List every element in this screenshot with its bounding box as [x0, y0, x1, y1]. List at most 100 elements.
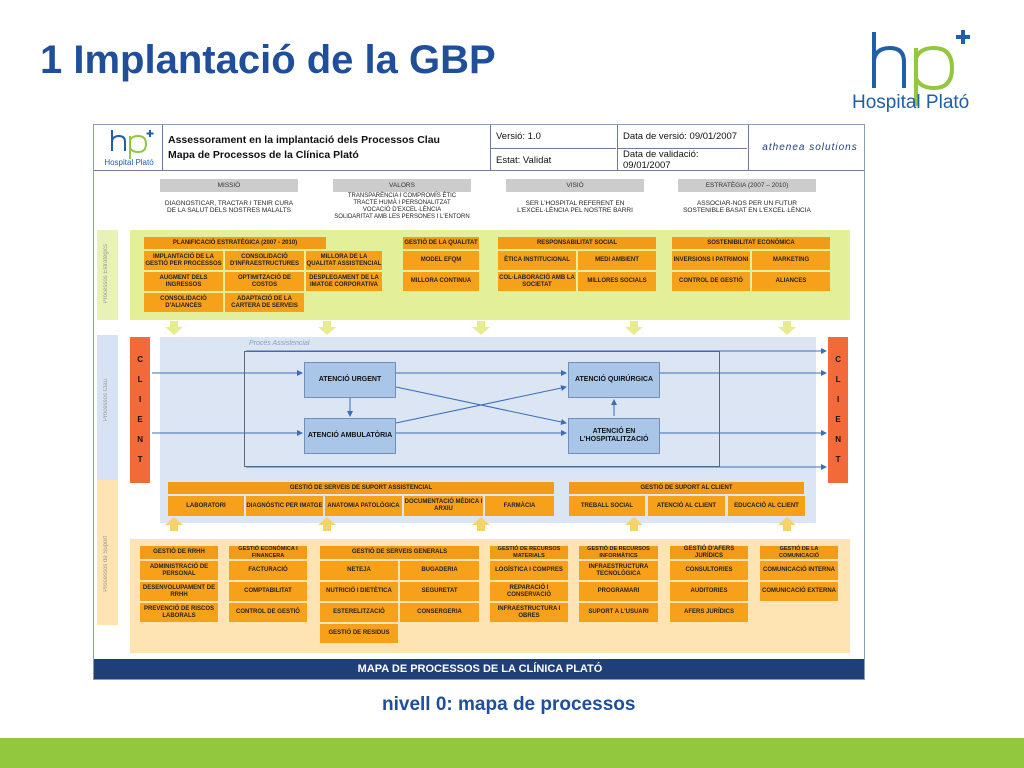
header-title-line2: Mapa de Processos de la Clínica Plató	[168, 149, 359, 161]
sheet-logo: Hospital Plató	[98, 127, 160, 169]
economic-item: INVERSIONS I PATRIMONI	[672, 251, 750, 270]
planning-item: ADAPTACIÓ DE LA CARTERA DE SERVEIS	[225, 293, 304, 312]
hospital-logo-icon	[111, 130, 154, 159]
support-assist-item: FARMÀCIA	[485, 496, 554, 516]
process-label: Procés Assistencial	[249, 340, 310, 347]
sheet-footer: MAPA DE PROCESSOS DE LA CLÍNICA PLATÓ	[94, 659, 864, 679]
support-general-item: NETEJA	[320, 561, 398, 580]
block-hospitalization: ATENCIÓ EN L'HOSPITALITZACIÓ	[568, 418, 660, 454]
hospital-logo-text: Hospital Plató	[852, 92, 970, 113]
client-right: C L I E N T	[828, 337, 848, 483]
social-item: ÈTICA INSTITUCIONAL	[498, 251, 576, 270]
band-body-strategy: ASSOCIAR-NOS PER UN FUTUR SOSTENIBLE BAS…	[678, 192, 816, 222]
band-body-mission: DIAGNOSTICAR, TRACTAR I TENIR CURA DE LA…	[160, 192, 298, 222]
support-general-item: CONSERGERIA	[400, 603, 479, 622]
support-client-item: TREBALL SOCIAL	[569, 496, 645, 516]
social-item: MILLORES SOCIALS	[578, 272, 656, 291]
block-surgery: ATENCIÓ QUIRÚRGICA	[568, 362, 660, 398]
side-strategic: Processos Estratègics	[97, 230, 118, 320]
sheet-logo-text: Hospital Plató	[104, 158, 154, 167]
support-materials-title: GESTIÓ DE RECURSOS MATERIALS	[490, 546, 568, 559]
header-title-cell: Assessorament en la implantació dels Pro…	[162, 125, 488, 171]
support-legal-item: AFERS JURÍDICS	[670, 603, 748, 622]
support-rrhh-item: DESENVOLUPAMENT DE RRHH	[140, 582, 218, 601]
flow-arrows	[152, 321, 827, 531]
support-econ-title: GESTIÓ ECONÒMICA I FINANCERA	[229, 546, 307, 559]
planning-item: MILLORA DE LA QUALITAT ASSISTENCIAL	[306, 251, 382, 270]
header-title-line1: Assessorament en la implantació dels Pro…	[168, 134, 440, 147]
header-status: Estat: Validat	[490, 148, 616, 171]
support-it-item: PROGRAMARI	[579, 582, 658, 601]
planning-item: DESPLEGAMENT DE LA IMATGE CORPORATIVA	[306, 272, 382, 291]
band-title-strategy: ESTRATÈGIA (2007 – 2010)	[678, 179, 816, 192]
support-rrhh-title: GESTIÓ DE RRHH	[140, 546, 218, 559]
band-body-vision: SER L'HOSPITAL REFERENT EN L'EXCEL·LÈNCI…	[506, 192, 644, 222]
sheet-header: Hospital Plató Assessorament en la impla…	[94, 125, 864, 171]
support-materials-item: REPARACIÓ I CONSERVACIÓ	[490, 582, 568, 601]
header-version-date: Data de versió: 09/01/2007	[617, 125, 747, 148]
planning-item: AUGMENT DELS INGRESSOS	[144, 272, 223, 291]
support-materials-item: INFRAESTRUCTURA I OBRES	[490, 603, 568, 622]
support-general-item: NUTRICIÓ I DIETÈTICA	[320, 582, 398, 601]
band-title-mission: MISSIÓ	[160, 179, 298, 192]
side-label-support: Processos de Suport	[103, 536, 109, 592]
band-title-values: VALORS	[333, 179, 471, 192]
support-client-title: GESTIÓ DE SUPORT AL CLIENT	[569, 482, 804, 494]
support-rrhh-item: ADMINISTRACIÓ DE PERSONAL	[140, 561, 218, 580]
social-item: MEDI AMBIENT	[578, 251, 656, 270]
slide-caption: nivell 0: mapa de processos	[382, 694, 636, 715]
support-general-title: GESTIÓ DE SERVEIS GENERALS	[320, 546, 479, 559]
support-legal-item: AUDITORIES	[670, 582, 748, 601]
support-materials-item: LOGÍSTICA I COMPRES	[490, 561, 568, 580]
quality-item: MODEL EFQM	[403, 251, 479, 270]
support-general-item: ESTERELITZACIÓ	[320, 603, 398, 622]
slide-title: 1 Implantació de la GBP	[40, 38, 496, 82]
economic-item: MARKETING	[752, 251, 830, 270]
support-legal-item: CONSULTORIES	[670, 561, 748, 580]
planning-item: OPTIMITZACIÓ DE COSTOS	[225, 272, 304, 291]
side-support: Processos de Suport	[97, 480, 118, 625]
planning-item: IMPLANTACIÓ DE LA GESTIÓ PER PROCESSOS	[144, 251, 223, 270]
economic-item: CONTROL DE GESTIÓ	[672, 272, 750, 291]
header-version: Versió: 1.0	[490, 125, 616, 148]
support-econ-item: FACTURACIÓ	[229, 561, 307, 580]
band-title-vision: VISIÓ	[506, 179, 644, 192]
support-comm-item: COMUNICACIÓ EXTERNA	[760, 582, 838, 601]
support-assist-title: GESTIÓ DE SERVEIS DE SUPORT ASSISTENCIAL	[168, 482, 554, 494]
support-econ-item: CONTROL DE GESTIÓ	[229, 603, 307, 622]
support-it-item: INFRAESTRUCTURA TECNOLÒGICA	[579, 561, 658, 580]
social-item: COL·LABORACIÓ AMB LA SOCIETAT	[498, 272, 576, 291]
support-client-item: ATENCIÓ AL CLIENT	[648, 496, 725, 516]
support-general-item: SEGURETAT	[400, 582, 479, 601]
block-urgent: ATENCIÓ URGENT	[304, 362, 396, 398]
band-body-values: TRANSPARÈNCIA I COMPROMÍS ÈTIC TRACTE HU…	[333, 192, 471, 222]
support-general-item: BUGADERIA	[400, 561, 479, 580]
bottom-bar	[0, 738, 1024, 768]
support-client-item: EDUCACIÓ AL CLIENT	[728, 496, 805, 516]
process-map-sheet: Hospital Plató Assessorament en la impla…	[93, 124, 865, 680]
support-econ-item: COMPTABILITAT	[229, 582, 307, 601]
support-assist-item: DIAGNÒSTIC PER IMATGE	[246, 496, 323, 516]
support-legal-title: GESTIÓ D'AFERS JURÍDICS	[670, 546, 748, 559]
support-general-item: GESTIÓ DE RESIDUS	[320, 624, 398, 643]
quality-title: GESTIÓ DE LA QUALITAT	[403, 237, 479, 249]
client-left: C L I E N T	[130, 337, 150, 483]
support-comm-item: COMUNICACIÓ INTERNA	[760, 561, 838, 580]
social-title: RESPONSABILITAT SOCIAL	[498, 237, 656, 249]
support-comm-title: GESTIÓ DE LA COMUNICACIÓ	[760, 546, 838, 559]
header-validation-date: Data de validació: 09/01/2007	[617, 148, 747, 171]
support-assist-item: ANATOMIA PATOLÒGICA	[325, 496, 402, 516]
strategic-planning-title: PLANIFICACIÓ ESTRATÈGICA (2007 - 2010)	[144, 237, 326, 249]
planning-item: CONSOLIDACIÓ D'ALIANCES	[144, 293, 223, 312]
economic-title: SOSTENIBILITAT ECONÒMICA	[672, 237, 830, 249]
support-assist-item: DOCUMENTACIÓ MÈDICA I ARXIU	[404, 496, 483, 516]
support-it-title: GESTIÓ DE RECURSOS INFORMÀTICS	[579, 546, 658, 559]
support-rrhh-item: PREVENCIÓ DE RISCOS LABORALS	[140, 603, 218, 622]
planning-item: CONSOLIDACIÓ D'INFRAESTRUCTURES	[225, 251, 304, 270]
side-key: Processos Clau	[97, 335, 118, 480]
support-it-item: SUPORT A L'USUARI	[579, 603, 658, 622]
economic-item: ALIANCES	[752, 272, 830, 291]
support-assist-item: LABORATORI	[168, 496, 244, 516]
hospital-logo-icon	[872, 30, 970, 106]
partner-logo: athenea solutions	[748, 125, 864, 171]
